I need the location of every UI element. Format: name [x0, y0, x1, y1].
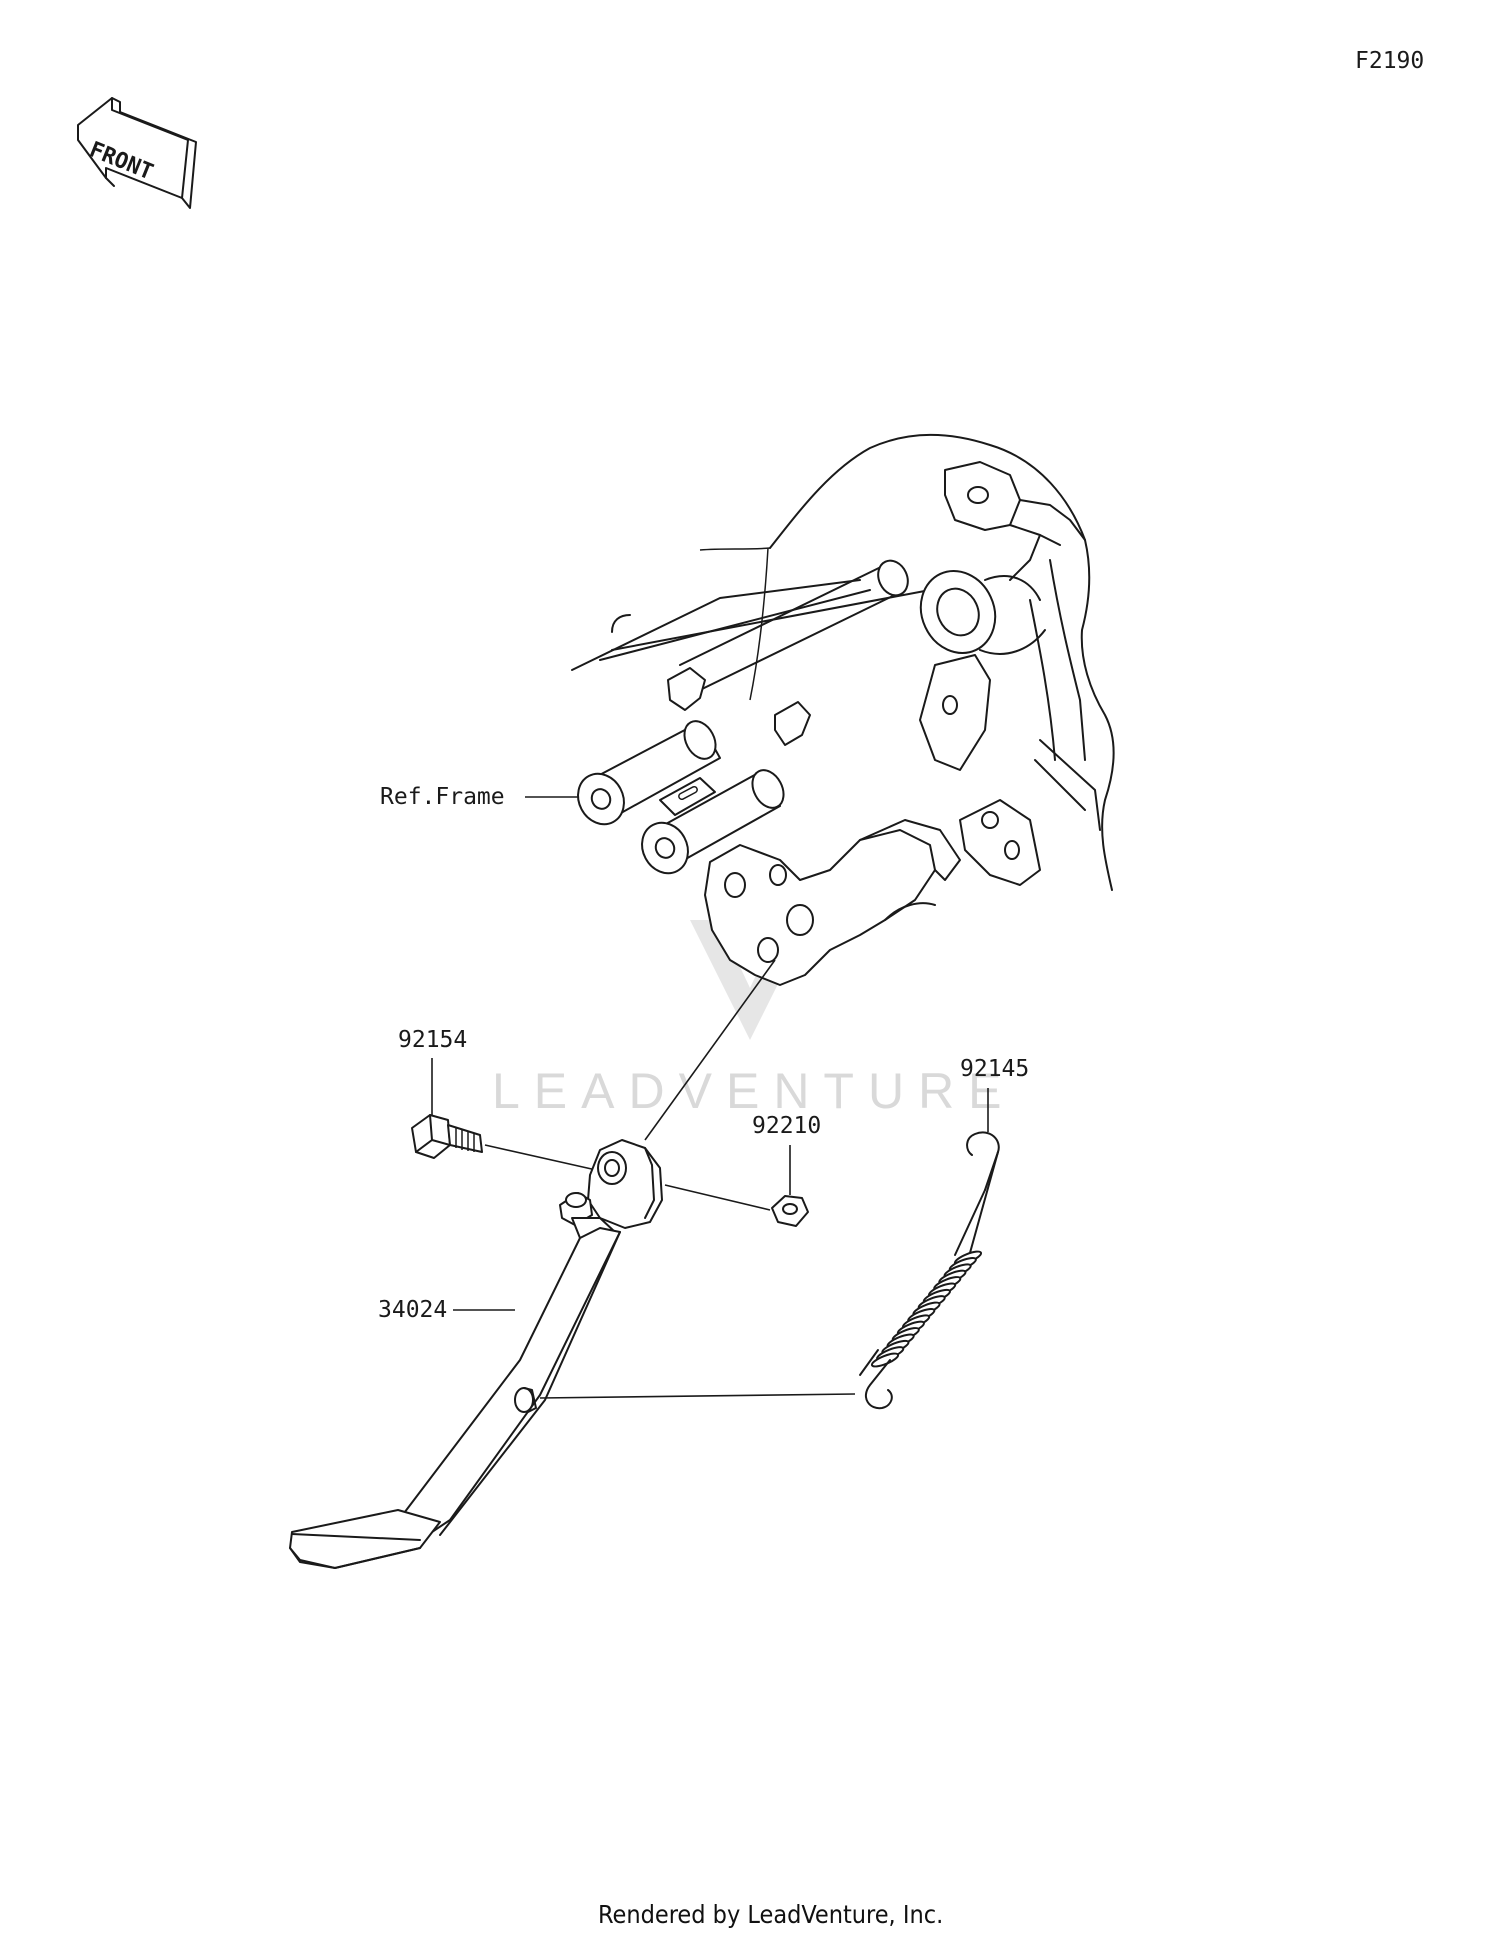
assembly-line-nut: [664, 1184, 771, 1211]
diagram-code: F2190: [1355, 48, 1424, 74]
ref-frame-label: Ref.Frame: [380, 784, 505, 810]
spring-92145-icon: [859, 1131, 1000, 1410]
footer-credit: Rendered by LeadVenture, Inc.: [598, 1900, 943, 1929]
front-direction-arrow-icon: FRONT: [77, 97, 197, 209]
frame-reference-drawing: [571, 433, 1115, 986]
part-label-34024: 34024: [378, 1297, 447, 1323]
assembly-line-spring: [539, 1393, 856, 1399]
part-label-92154: 92154: [398, 1027, 467, 1053]
bolt-92154-icon: [411, 1114, 483, 1159]
watermark-text: LEADVENTURE: [492, 1063, 1016, 1119]
part-label-92210: 92210: [752, 1113, 821, 1139]
assembly-line-stand: [644, 959, 776, 1141]
part-label-92145: 92145: [960, 1056, 1029, 1082]
nut-92210-icon: [771, 1195, 809, 1227]
side-stand-34024-icon: [289, 1139, 663, 1569]
assembly-line-bolt: [484, 1144, 606, 1173]
